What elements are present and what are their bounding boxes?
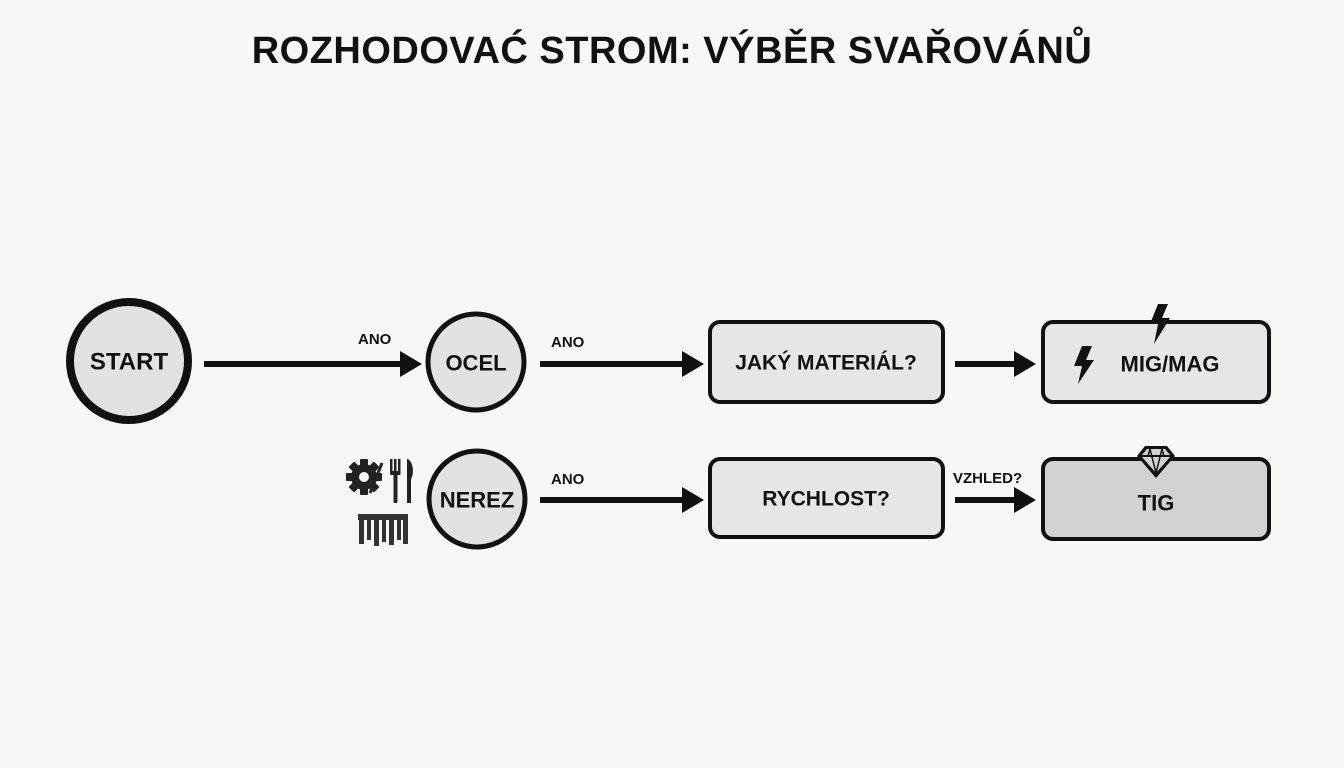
edge-nerez-rychlost: ANO bbox=[540, 471, 704, 513]
node-rychlost: RYCHLOST? bbox=[708, 457, 945, 539]
nerez-icon-group bbox=[346, 459, 413, 546]
node-rychlost-label: RYCHLOST? bbox=[762, 488, 890, 511]
edge-label-nerez-rychlost: ANO bbox=[551, 471, 585, 488]
lightning-icon bbox=[1074, 346, 1094, 384]
node-start-label: START bbox=[90, 349, 169, 376]
edge-label-start-ocel: ANO bbox=[358, 331, 392, 348]
node-tig: TIG bbox=[1041, 446, 1271, 541]
page-title: ROZHODOVAĆ STROM: VÝBĚR SVAŘOVÁNŮ bbox=[251, 30, 1093, 72]
tools-icon bbox=[358, 514, 408, 546]
node-tig-label: TIG bbox=[1138, 491, 1175, 516]
node-migmag: MIG/MAG bbox=[1041, 304, 1271, 404]
node-material-label: JAKÝ MATERIÁL? bbox=[735, 351, 917, 375]
node-ocel-label: OCEL bbox=[445, 351, 506, 376]
node-nerez: NEREZ bbox=[426, 448, 528, 550]
edge-ocel-material: ANO bbox=[540, 334, 704, 377]
edge-start-ocel: ANO bbox=[204, 331, 422, 377]
edge-label-ocel-material: ANO bbox=[551, 334, 585, 351]
edge-label-rychlost-tig: VZHLED? bbox=[953, 470, 1022, 487]
node-start: START bbox=[66, 298, 192, 424]
gear-icon bbox=[346, 459, 384, 495]
node-material: JAKÝ MATERIÁL? bbox=[708, 320, 945, 404]
node-ocel: OCEL bbox=[425, 311, 527, 413]
lightning-icon bbox=[1150, 304, 1170, 344]
diamond-icon bbox=[1137, 446, 1175, 478]
edge-material-migmag bbox=[955, 351, 1036, 377]
edge-rychlost-tig: VZHLED? bbox=[953, 470, 1036, 513]
node-migmag-label: MIG/MAG bbox=[1121, 352, 1220, 377]
node-nerez-label: NEREZ bbox=[440, 488, 515, 513]
cutlery-icon bbox=[390, 459, 413, 503]
